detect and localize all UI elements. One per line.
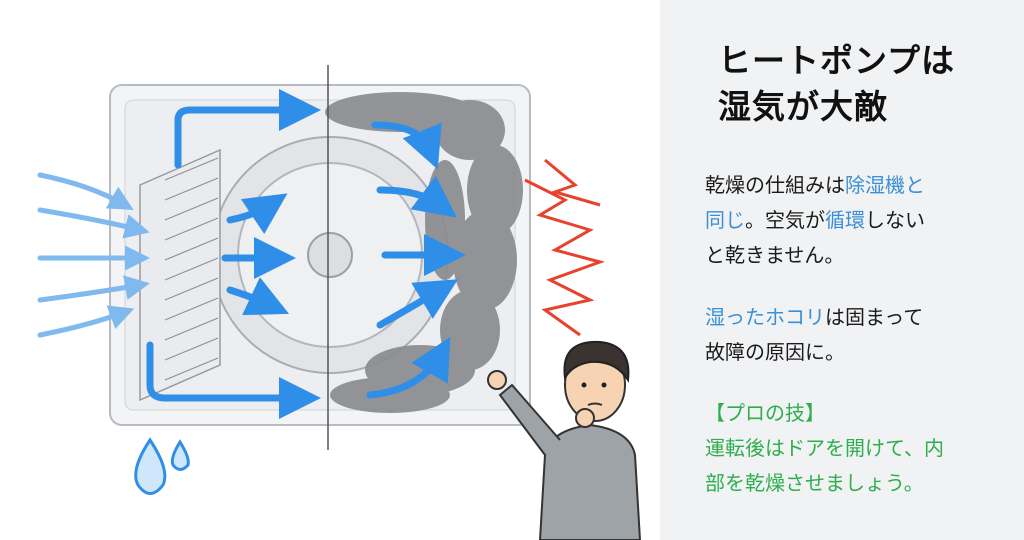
damp-dust-text: 湿ったホコリは固まって故障の原因に。	[705, 300, 1005, 370]
worried-person	[487, 340, 642, 540]
highlight-damp-dust: 湿ったホコリ	[705, 305, 825, 329]
incoming-air-arrows	[37, 172, 150, 338]
title-line-1: ヒートポンプは	[718, 41, 956, 80]
text-segment: しない	[865, 208, 925, 232]
pro-tip-heading: 【プロの技】	[705, 401, 825, 425]
text-segment: 。空気が	[745, 208, 825, 232]
pro-tip-text: 【プロの技】運転後はドアを開けて、内部を乾燥させましょう。	[705, 396, 1005, 501]
filter	[139, 148, 221, 402]
text-segment: 乾燥の仕組みは	[705, 173, 845, 197]
page-title: ヒートポンプは 湿気が大敵	[718, 38, 955, 130]
explanation-panel: ヒートポンプは 湿気が大敵 乾燥の仕組みは除湿機と同じ。空気が循環しないと乾きま…	[660, 0, 1024, 540]
water-drop-icon	[134, 437, 190, 495]
pro-tip-line: 運転後はドアを開けて、内	[705, 436, 944, 460]
pro-tip-line: 部を乾燥させましょう。	[705, 471, 924, 495]
highlight-dehumidifier: 除湿機と	[845, 173, 925, 197]
text-segment: は固まって	[825, 305, 924, 329]
warning-burst-icon	[524, 158, 606, 337]
drying-mechanism-text: 乾燥の仕組みは除湿機と同じ。空気が循環しないと乾きません。	[705, 168, 1005, 273]
heat-pump-illustration	[37, 65, 642, 540]
highlight-same: 同じ	[705, 208, 745, 232]
title-line-2: 湿気が大敵	[718, 87, 888, 126]
text-segment: と乾きません。	[705, 243, 845, 267]
airflow-arrows	[146, 89, 466, 419]
text-segment: 故障の原因に。	[705, 340, 845, 364]
highlight-circulation: 循環	[825, 208, 865, 232]
